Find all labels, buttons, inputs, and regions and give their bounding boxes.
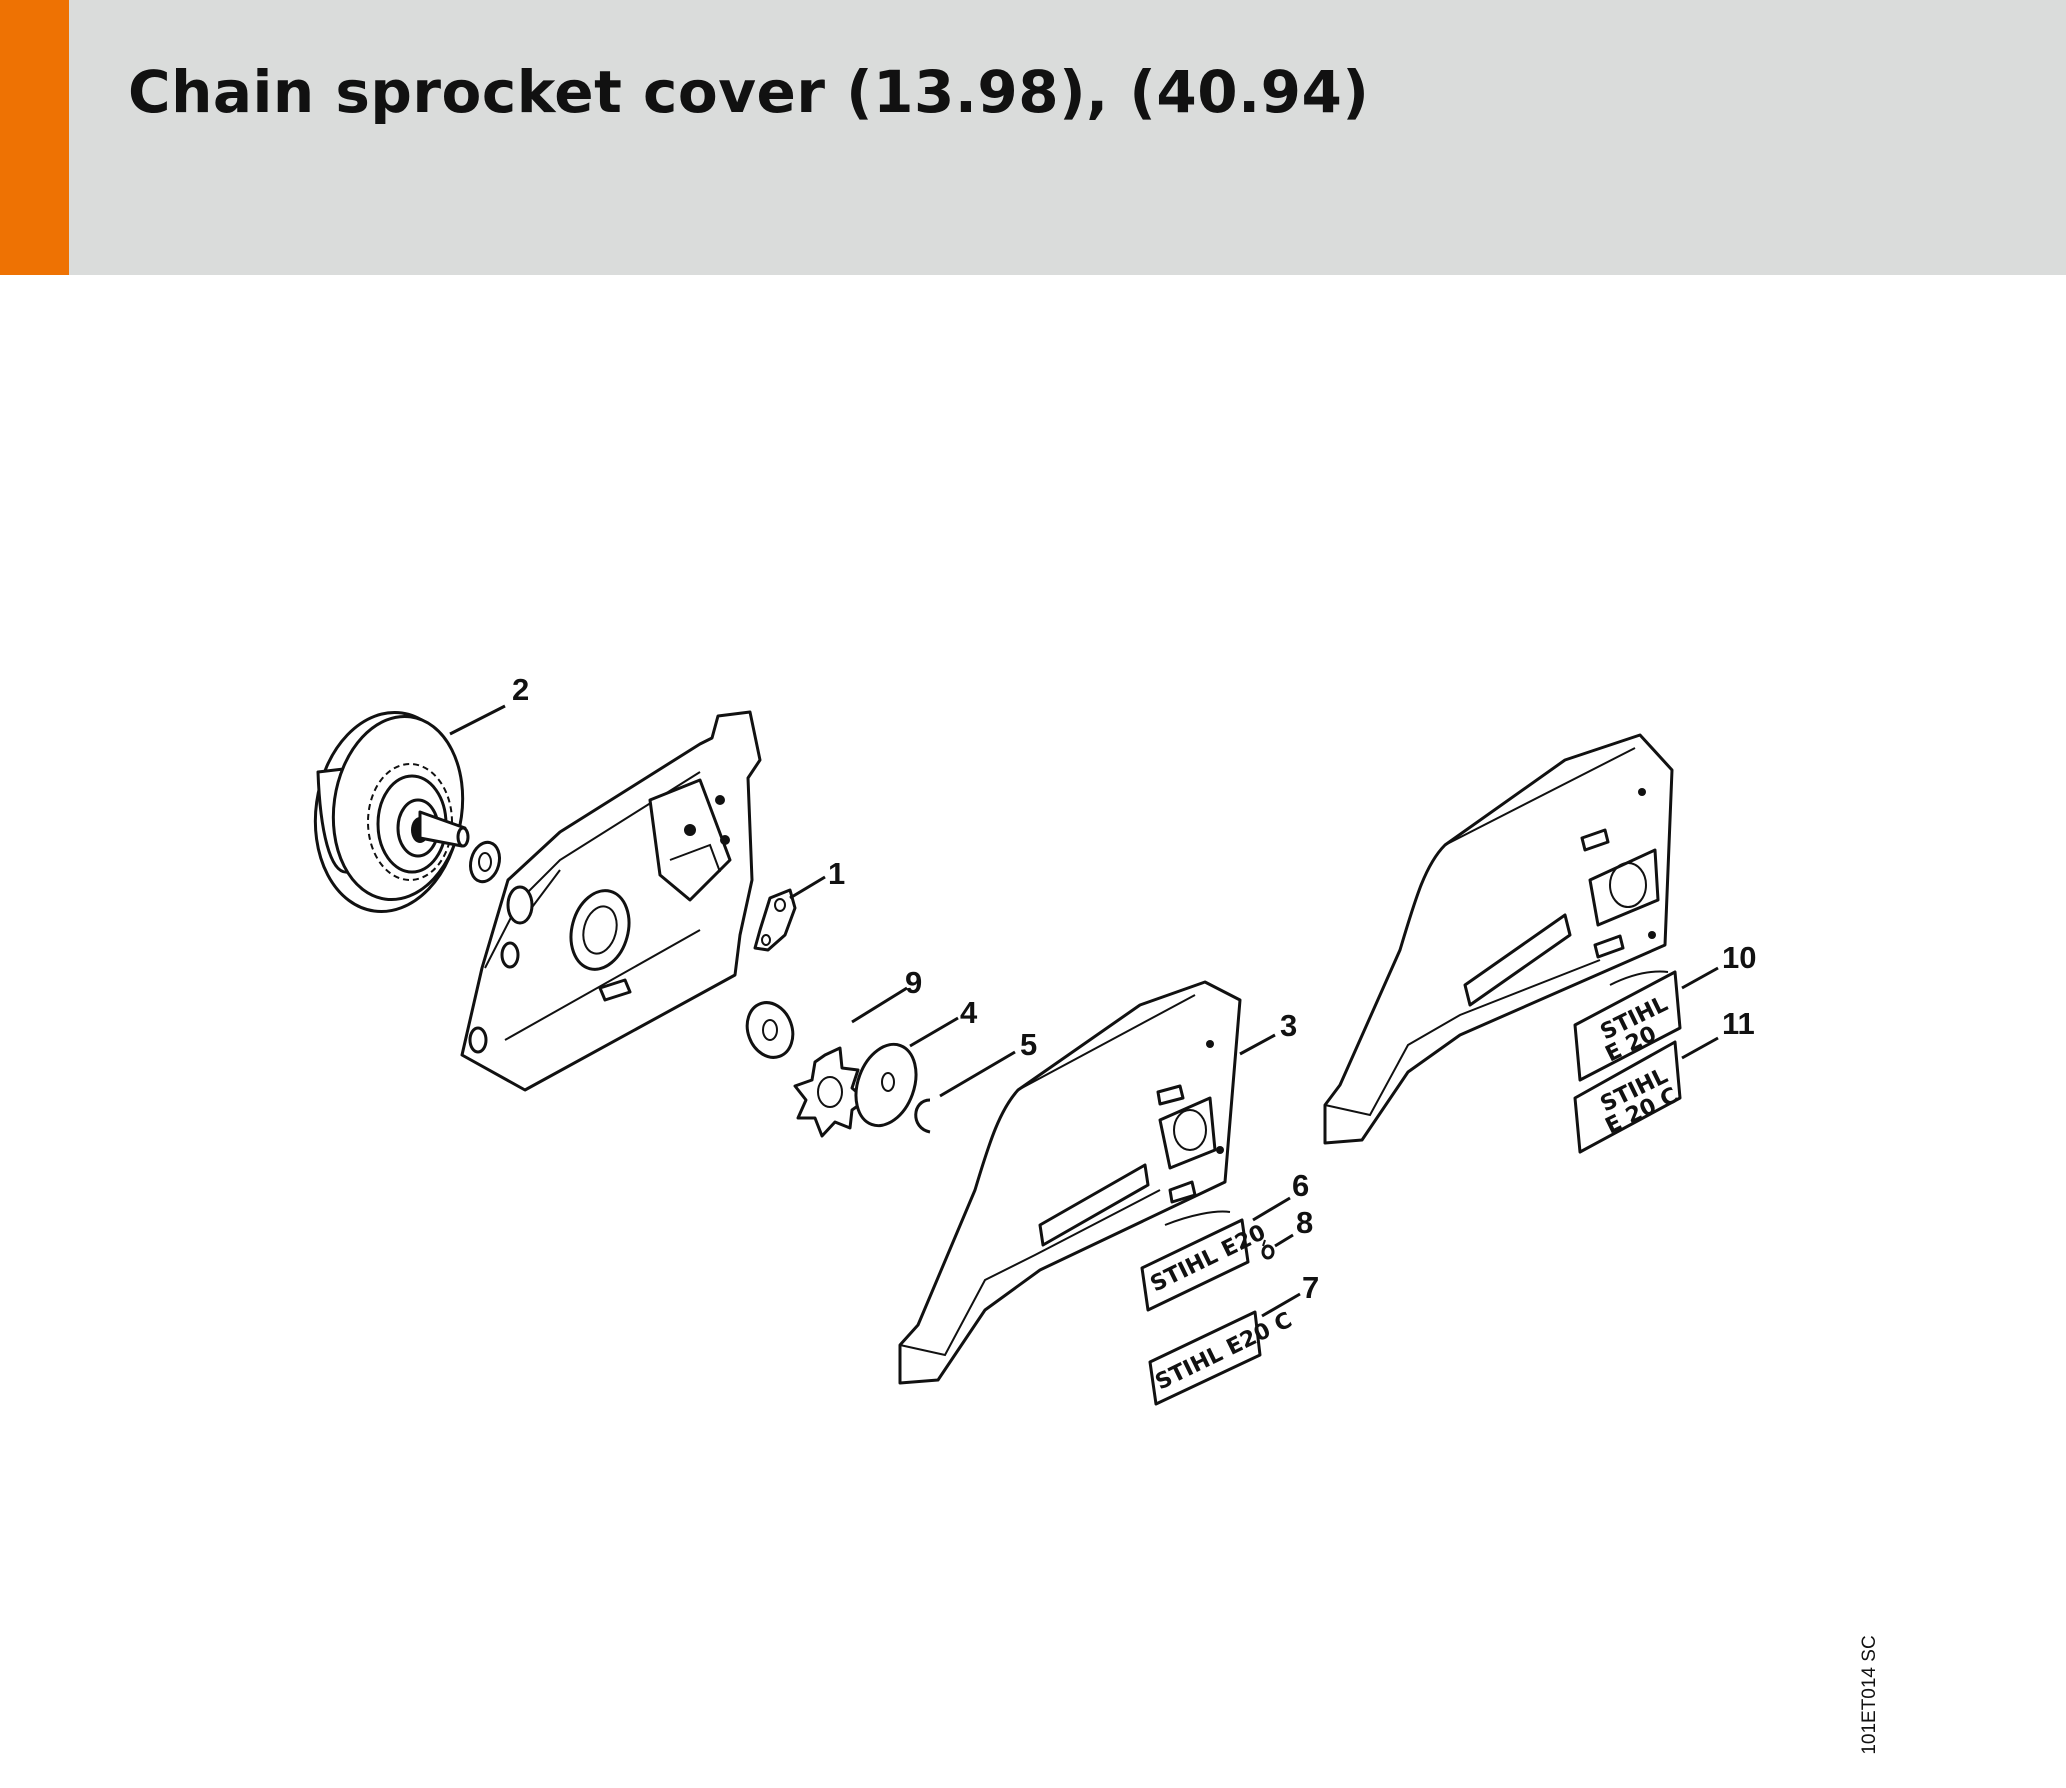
leader-10 [1681,966,1719,990]
callout-8: 8 [1296,1205,1313,1240]
callout-2: 2 [512,672,529,707]
leader-lines [449,704,1719,1318]
callout-numbers: 2 1 9 4 5 3 6 8 7 10 11 [512,672,1756,1305]
part-2-clutch-drum [313,710,470,914]
callout-4: 4 [960,995,978,1030]
page-title: Chain sprocket cover (13.98), (40.94) [128,58,1370,126]
callout-10: 10 [1722,940,1756,975]
part-3-sprocket-cover [898,980,1242,1385]
leader-5 [939,1050,1016,1098]
callout-6: 6 [1292,1168,1309,1203]
callout-3: 3 [1280,1008,1297,1043]
part-10-decal-plate: STIHL E 20 [1573,970,1682,1082]
callout-11: 11 [1722,1006,1755,1041]
accent-stripe [0,0,69,275]
leader-6 [1252,1196,1291,1222]
part-5-e-clip [914,1098,931,1134]
leader-8 [1274,1233,1294,1248]
leader-9 [851,986,908,1024]
part-7-decal-plate: STIHL E20 C [1148,1308,1296,1406]
callout-7: 7 [1302,1270,1319,1305]
part-1-tensioner [753,888,797,952]
part-9-washer [745,1001,795,1059]
callout-9: 9 [905,965,922,1000]
sprocket-cover-variant [1323,733,1674,1145]
callout-1: 1 [828,856,845,891]
leader-4 [909,1016,959,1048]
leader-11 [1681,1036,1719,1060]
leader-2 [449,704,506,736]
header-bar [0,0,2066,275]
leader-3 [1239,1033,1276,1056]
leader-7 [1261,1292,1301,1318]
part-2-washer [469,840,501,884]
part-4-washer [854,1042,918,1128]
callout-5: 5 [1020,1027,1037,1062]
part-6-decal-plate: STIHL E20 [1140,1218,1270,1312]
part-9-sprocket [793,1046,868,1138]
part-8-screw [1261,1239,1275,1260]
leader-1 [789,875,826,900]
sprocket-cover-housing [460,710,762,1092]
reference-code: 101ET014 SC [1859,1635,1880,1755]
